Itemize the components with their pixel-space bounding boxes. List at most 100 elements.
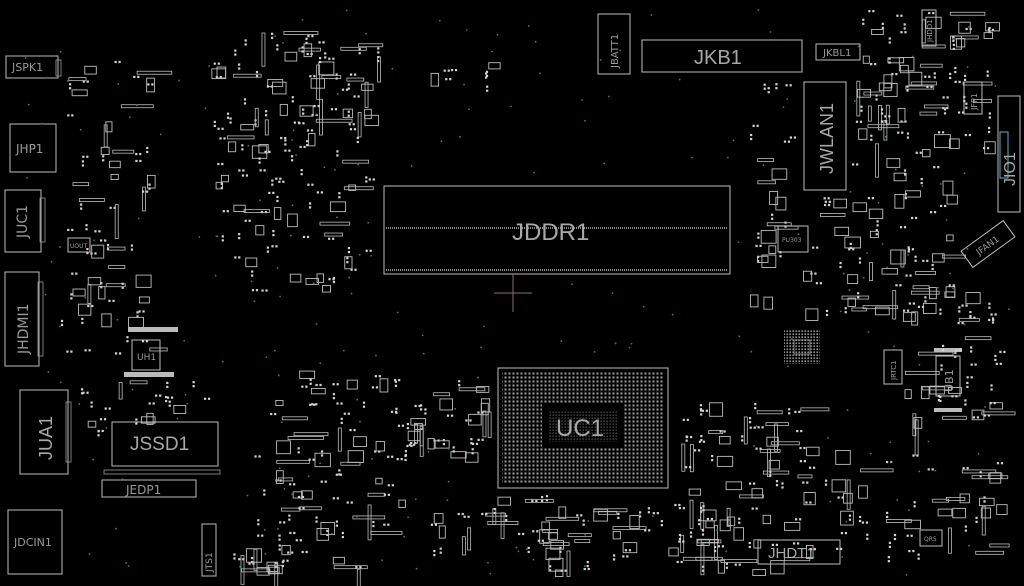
passive-footprint — [809, 548, 816, 551]
passive-footprint — [67, 114, 74, 117]
passive-footprint — [142, 190, 149, 193]
passive-footprint — [940, 364, 943, 371]
passive-footprint — [716, 455, 734, 467]
passive-footprint — [364, 114, 380, 127]
passive-footprint — [806, 446, 820, 457]
jhdd1-label: JHDD1 — [926, 19, 934, 43]
passive-footprint — [719, 430, 726, 433]
via — [247, 144, 250, 147]
via — [440, 140, 443, 143]
passive-footprint — [357, 111, 362, 138]
passive-footprint — [221, 235, 224, 242]
passive-footprint — [471, 442, 479, 445]
passive-footprint — [138, 296, 150, 304]
passive-footprint — [975, 516, 978, 523]
passive-footprint — [244, 219, 251, 222]
passive-footprint — [852, 163, 859, 166]
passive-footprint — [542, 529, 558, 533]
via — [178, 79, 180, 82]
passive-footprint — [302, 108, 305, 115]
passive-footprint — [356, 568, 361, 586]
passive-footprint — [140, 416, 156, 424]
via — [628, 346, 631, 349]
passive-footprint — [336, 402, 343, 405]
jbatt1-connector: JBATT1 — [597, 13, 631, 75]
uout-chip: UOUT — [67, 237, 91, 253]
via — [510, 105, 512, 108]
via — [638, 514, 641, 516]
via — [27, 103, 30, 106]
passive-footprint — [708, 430, 724, 434]
passive-footprint — [924, 104, 949, 109]
passive-footprint — [309, 75, 316, 78]
passive-footprint — [576, 514, 583, 517]
passive-footprint — [954, 80, 961, 83]
passive-footprint — [458, 380, 461, 387]
passive-footprint — [410, 418, 426, 426]
passive-footprint — [271, 179, 274, 186]
passive-footprint — [349, 428, 356, 432]
passive-footprint — [332, 556, 345, 565]
passive-footprint — [241, 144, 244, 151]
passive-footprint — [887, 556, 890, 563]
via — [375, 354, 377, 357]
passive-footprint — [255, 71, 259, 78]
passive-footprint — [966, 376, 973, 379]
passive-footprint — [908, 71, 923, 86]
via — [204, 107, 207, 110]
via — [848, 289, 851, 292]
passive-footprint — [81, 317, 84, 325]
passive-footprint — [278, 477, 294, 482]
via — [350, 292, 353, 295]
passive-footprint — [292, 491, 303, 499]
passive-footprint — [964, 525, 967, 532]
passive-footprint — [755, 447, 762, 450]
passive-footprint — [700, 409, 703, 416]
passive-footprint — [68, 77, 87, 82]
passive-footprint — [463, 515, 470, 518]
passive-footprint — [897, 107, 906, 123]
passive-footprint — [593, 508, 608, 522]
passive-footprint — [350, 268, 357, 271]
via — [407, 516, 410, 519]
via — [790, 338, 793, 340]
passive-footprint — [293, 432, 329, 437]
passive-footprint — [904, 389, 912, 400]
passive-footprint — [781, 482, 784, 489]
via — [984, 406, 986, 408]
passive-footprint — [320, 450, 324, 457]
passive-footprint — [442, 439, 446, 446]
passive-footprint — [796, 429, 803, 433]
passive-footprint — [931, 263, 934, 271]
passive-footprint — [559, 546, 562, 553]
via — [117, 83, 120, 85]
passive-footprint — [305, 277, 319, 285]
passive-footprint — [981, 505, 986, 536]
passive-footprint — [338, 469, 341, 476]
passive-footprint — [480, 398, 491, 413]
passive-footprint — [497, 496, 511, 506]
via — [867, 330, 870, 333]
via — [886, 266, 888, 269]
passive-footprint — [839, 261, 842, 269]
via — [283, 488, 286, 490]
via — [415, 567, 418, 570]
passive-footprint — [287, 213, 298, 228]
passive-footprint — [306, 140, 309, 147]
passive-footprint — [545, 495, 549, 502]
passive-footprint — [852, 202, 868, 213]
passive-footprint — [309, 403, 316, 406]
passive-footprint — [844, 236, 861, 249]
passive-footprint — [78, 303, 92, 316]
passive-footprint — [964, 399, 967, 406]
via — [46, 76, 49, 79]
passive-footprint — [340, 417, 343, 424]
jwlan1-connector: JWLAN1 — [803, 81, 847, 191]
passive-footprint — [775, 83, 778, 90]
via — [259, 199, 261, 202]
passive-footprint — [192, 381, 195, 388]
passive-footprint — [446, 414, 454, 417]
passive-footprint — [948, 387, 962, 394]
via — [121, 478, 124, 481]
passive-footprint — [240, 124, 255, 131]
